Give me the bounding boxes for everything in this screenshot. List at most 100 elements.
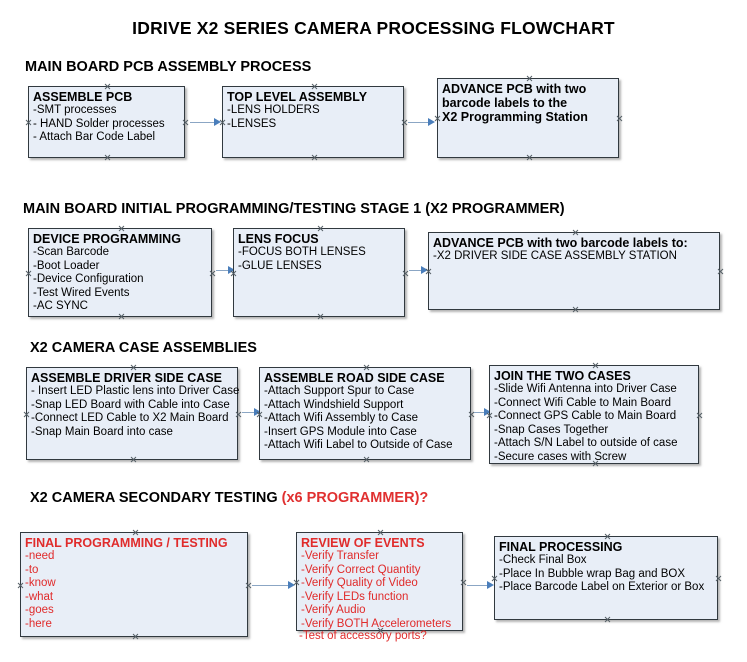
connector-handle-left[interactable] [434, 115, 441, 122]
node-line: -Snap Cases Together [494, 423, 609, 436]
connector-handle-bottom[interactable] [132, 633, 139, 640]
connector-handle-right[interactable] [402, 270, 409, 277]
node-line: -Attach Support Spur to Case [264, 385, 415, 397]
node-line: -Check Final Box [499, 554, 587, 566]
node-line: -X2 DRIVER SIDE CASE ASSEMBLY STATION [433, 250, 677, 262]
connector-handle-right[interactable] [182, 119, 189, 126]
section-header-accent: (x6 PROGRAMMER)? [281, 490, 429, 506]
connector-handle-bottom[interactable] [572, 306, 579, 313]
node-line: -LENSES [227, 117, 277, 130]
connector-line [242, 412, 256, 413]
connector-handle-right[interactable] [715, 575, 722, 582]
node-line: -Verify Correct Quantity [301, 563, 421, 576]
connector-handle-right[interactable] [401, 119, 408, 126]
node-title: REVIEW OF EVENTS [301, 536, 425, 550]
connector-line [409, 270, 424, 271]
node-line: -SMT processes [33, 104, 117, 116]
node-line: -Snap Main Board into case [31, 425, 173, 438]
connector-handle-top[interactable] [592, 362, 599, 369]
connector-handle-top[interactable] [132, 529, 139, 536]
node-line: -Device Configuration [33, 273, 144, 285]
node-assemble-road-side-case[interactable]: ASSEMBLE ROAD SIDE CASE -Attach Support … [259, 367, 471, 460]
node-review-of-events[interactable]: REVIEW OF EVENTS -Verify Transfer -Verif… [296, 532, 463, 631]
node-line: -what [25, 590, 54, 603]
connector-handle-left[interactable] [25, 119, 32, 126]
connector-arrow-icon [288, 581, 295, 589]
node-line: -Verify Audio [301, 604, 366, 616]
node-join-the-two-cases[interactable]: JOIN THE TWO CASES -Slide Wifi Antenna i… [489, 365, 699, 464]
node-line: -Boot Loader [33, 259, 100, 272]
node-line: -Scan Barcode [33, 246, 110, 258]
connector-handle-top[interactable] [604, 533, 611, 540]
connector-handle-right[interactable] [696, 412, 703, 419]
connector-handle-right[interactable] [616, 115, 623, 122]
node-line: -Verify Quality of Video [301, 577, 418, 589]
connector-handle-top[interactable] [363, 364, 370, 371]
connector-arrow-icon [214, 118, 221, 126]
connector-handle-top[interactable] [317, 225, 324, 232]
node-title: JOIN THE TWO CASES [494, 369, 631, 383]
connector-handle-bottom[interactable] [104, 154, 111, 161]
connector-line [252, 585, 290, 586]
connector-arrow-icon [421, 266, 428, 274]
connector-handle-right[interactable] [209, 270, 216, 277]
connector-handle-right[interactable] [245, 582, 252, 589]
connector-handle-bottom[interactable] [363, 456, 370, 463]
connector-handle-top[interactable] [526, 75, 533, 82]
node-advance-pcb-to-x2-programming-station[interactable]: ADVANCE PCB with two barcode labels to t… [437, 78, 619, 158]
connector-handle-bottom[interactable] [526, 154, 533, 161]
connector-handle-right[interactable] [460, 579, 467, 586]
connector-arrow-icon [428, 118, 435, 126]
node-line: -Slide Wifi Antenna into Driver Case [494, 383, 677, 395]
node-title: DEVICE PROGRAMMING [33, 232, 181, 246]
node-final-processing[interactable]: FINAL PROCESSING -Check Final Box -Place… [494, 536, 718, 620]
connector-handle-top[interactable] [572, 229, 579, 236]
connector-handle-bottom[interactable] [118, 313, 125, 320]
node-line: -Secure cases with Screw [494, 450, 627, 463]
node-assemble-driver-side-case[interactable]: ASSEMBLE DRIVER SIDE CASE - Insert LED P… [23, 364, 239, 463]
connector-handle-right[interactable] [235, 411, 242, 418]
node-lens-focus[interactable]: LENS FOCUS -FOCUS BOTH LENSES -GLUE LENS… [233, 228, 405, 317]
node-advance-pcb-to-driver-side-case-assembly[interactable]: ADVANCE PCB with two barcode labels to: … [428, 232, 720, 310]
section-header-main-board-pcb-assembly-process: MAIN BOARD PCB ASSEMBLY PROCESS [25, 59, 311, 75]
node-line: -Attach S/N Label to outside of case [494, 437, 678, 449]
node-title: LENS FOCUS [238, 232, 319, 246]
node-line: -Attach Windshield Support [264, 398, 404, 411]
connector-handle-bottom[interactable] [604, 616, 611, 623]
node-line: -AC SYNC [33, 300, 88, 312]
section-header-text: X2 CAMERA SECONDARY TESTING [30, 490, 282, 506]
node-line: - Attach Bar Code Label [33, 131, 156, 143]
connector-handle-bottom[interactable] [311, 154, 318, 161]
node-top-level-assembly[interactable]: TOP LEVEL ASSEMBLY -LENS HOLDERS -LENSES [222, 86, 404, 158]
node-final-programming-testing[interactable]: FINAL PROGRAMMING / TESTING -need -to -k… [20, 532, 248, 637]
connector-handle-bottom[interactable] [130, 456, 137, 463]
connector-arrow-icon [254, 408, 261, 416]
connector-handle-top[interactable] [104, 83, 111, 90]
node-assemble-pcb[interactable]: ASSEMBLE PCB -SMT processes - HAND Solde… [28, 86, 185, 158]
connector-arrow-icon [487, 581, 494, 589]
page-title: IDRIVE X2 SERIES CAMERA PROCESSING FLOWC… [132, 18, 615, 38]
section-header-text: MAIN BOARD INITIAL PROGRAMMING/TESTING S… [23, 201, 565, 217]
connector-handle-top[interactable] [118, 225, 125, 232]
connector-handle-bottom[interactable] [317, 313, 324, 320]
connector-handle-left[interactable] [25, 270, 32, 277]
connector-line [467, 585, 489, 586]
node-title: FINAL PROGRAMMING / TESTING [25, 536, 228, 550]
connector-handle-top[interactable] [377, 529, 384, 536]
connector-handle-left[interactable] [17, 582, 24, 589]
connector-line [216, 270, 230, 271]
node-overflow-line-review-of-events: -Test of accessory ports? [299, 630, 427, 642]
node-line: -GLUE LENSES [238, 259, 322, 272]
connector-handle-top[interactable] [130, 364, 137, 371]
connector-handle-top[interactable] [311, 83, 318, 90]
node-line: -to [25, 563, 39, 576]
connector-handle-left[interactable] [23, 411, 30, 418]
node-title: TOP LEVEL ASSEMBLY [227, 90, 368, 104]
node-line: -Attach Wifi Assembly to Case [264, 412, 419, 424]
node-device-programming[interactable]: DEVICE PROGRAMMING -Scan Barcode -Boot L… [28, 228, 212, 317]
node-line: - HAND Solder processes [33, 117, 165, 130]
connector-handle-right[interactable] [717, 268, 724, 275]
node-title: ASSEMBLE DRIVER SIDE CASE [31, 371, 223, 385]
node-line: -need [25, 550, 55, 562]
connector-line [190, 122, 216, 123]
